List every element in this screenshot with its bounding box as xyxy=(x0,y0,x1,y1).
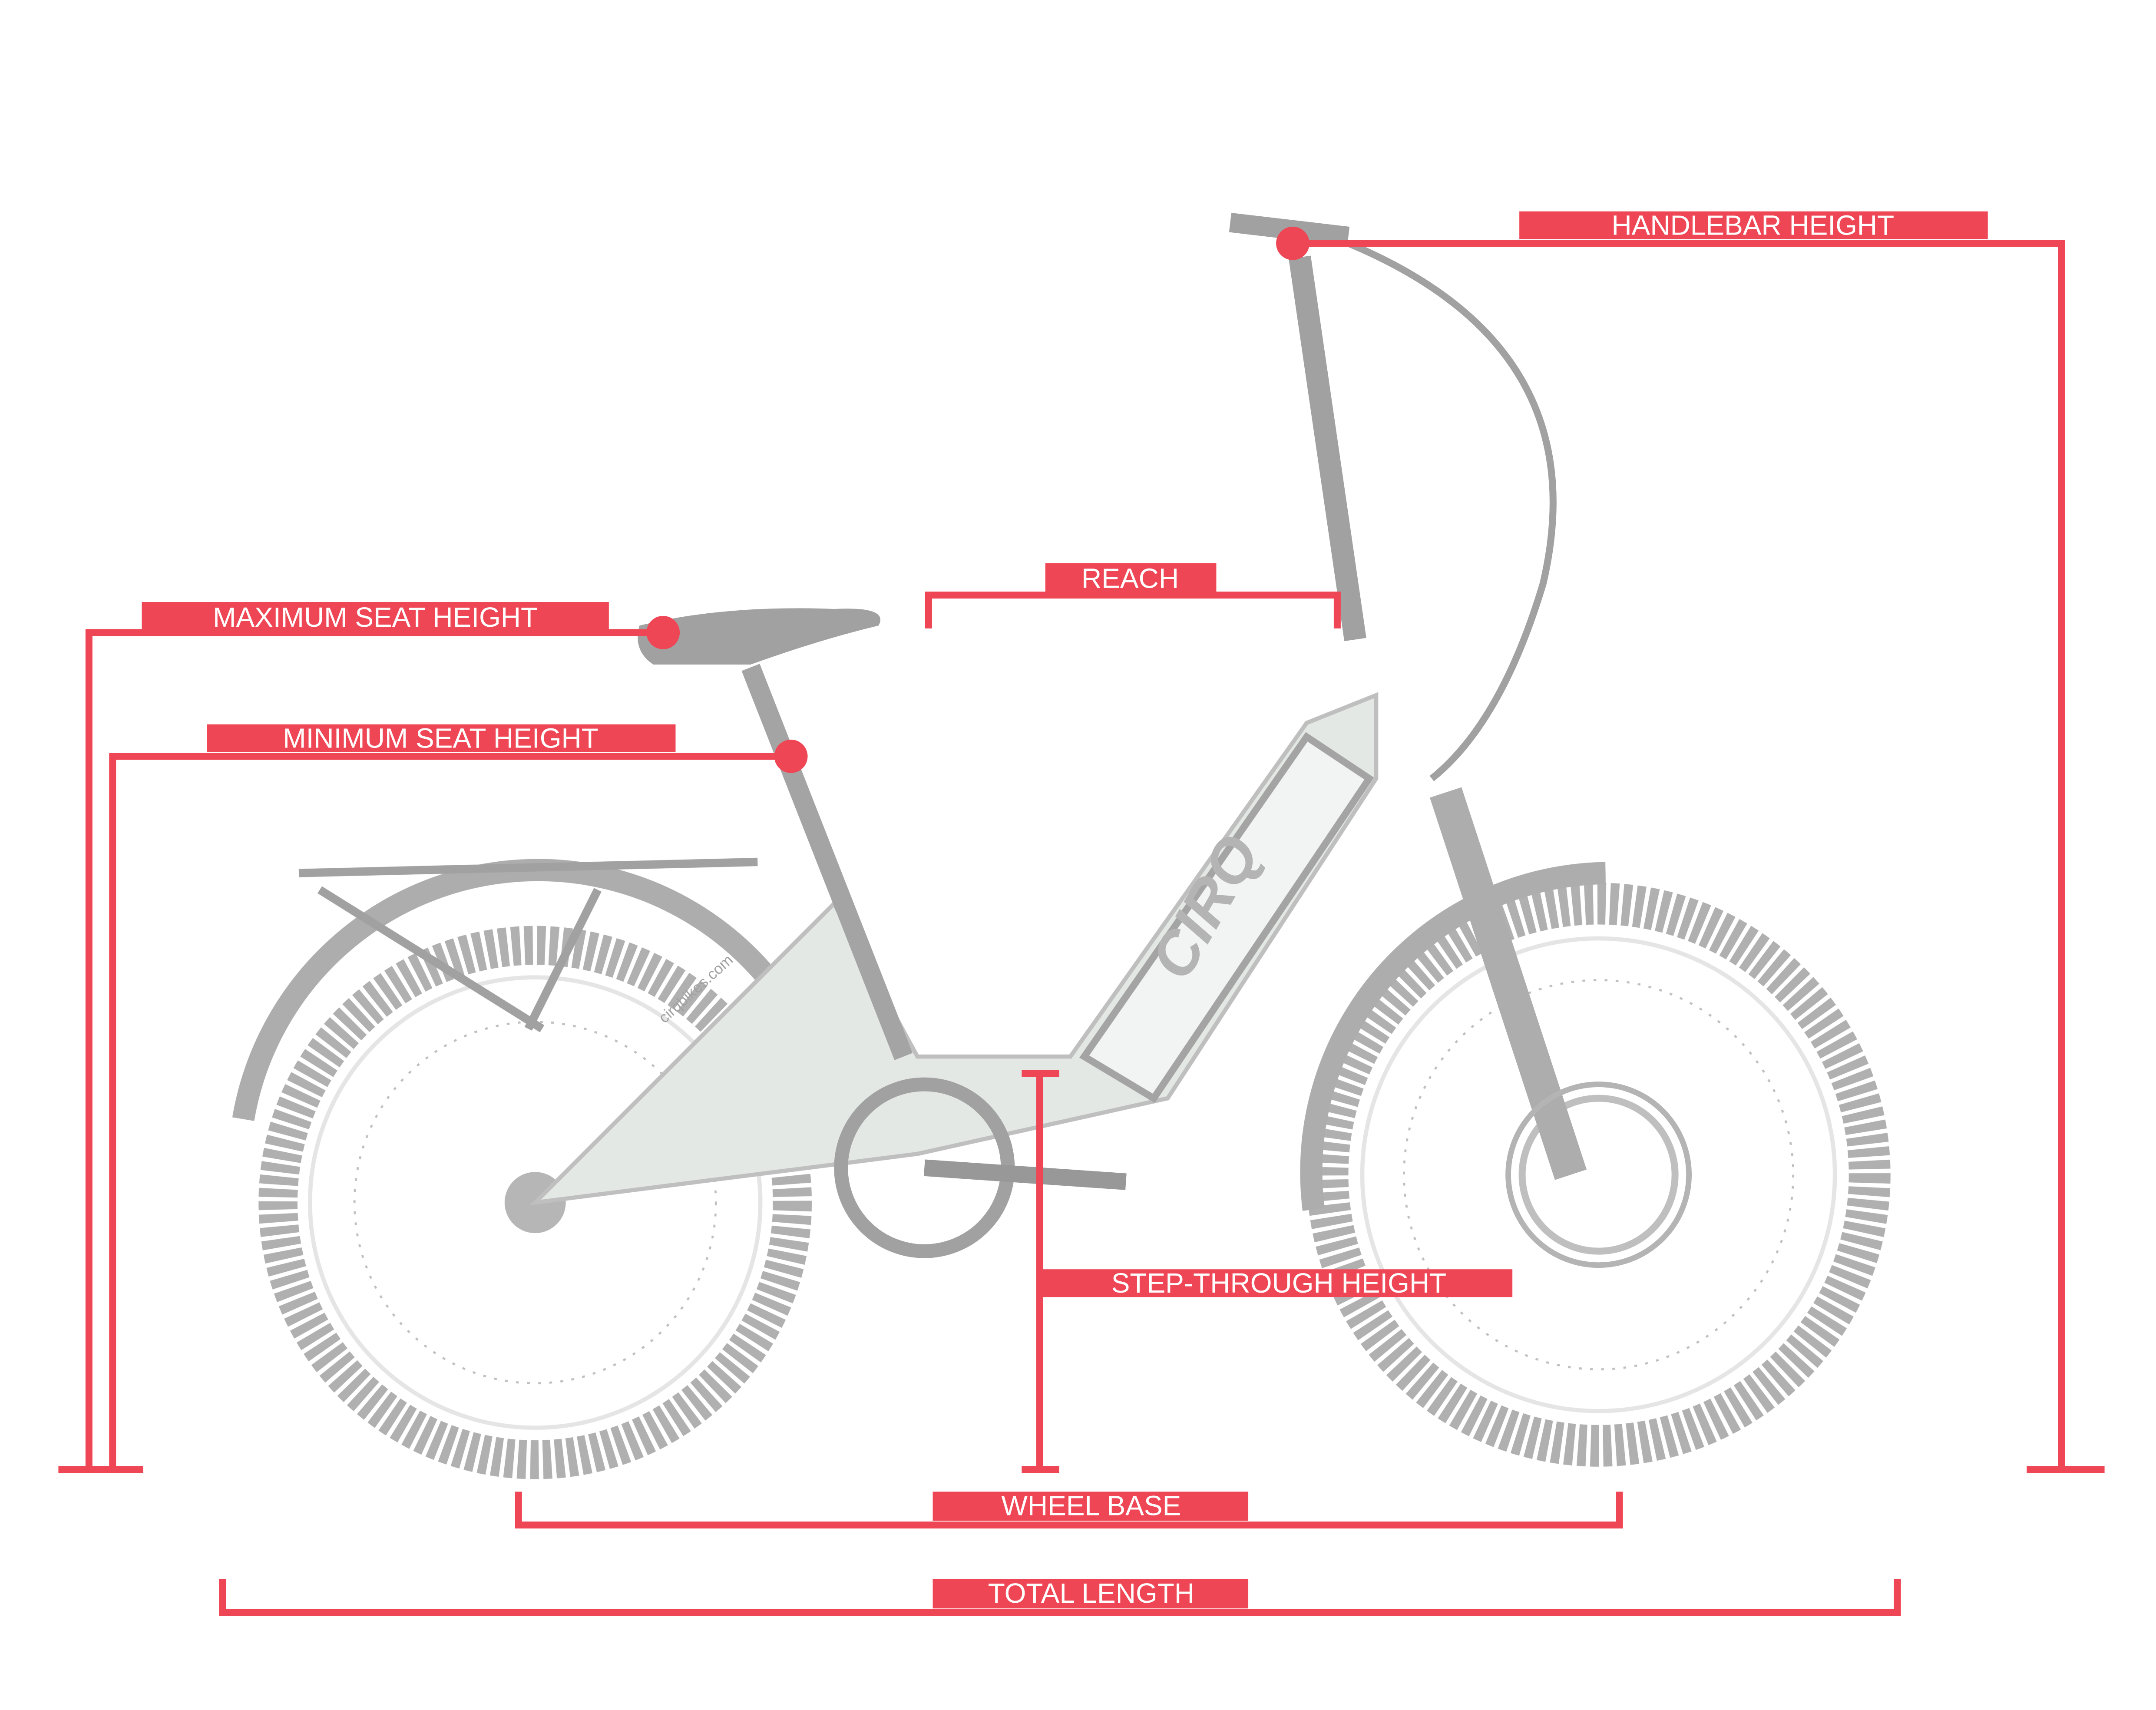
label-total-length: TOTAL LENGTH xyxy=(933,1578,1249,1609)
wheel-base-line xyxy=(515,1492,1623,1529)
min-seat-height-text: MINIMUM SEAT HEIGHT xyxy=(283,723,599,754)
step-through-height-line xyxy=(1022,1069,1059,1473)
downtube-battery xyxy=(1079,732,1374,1103)
label-wheel-base: WHEEL BASE xyxy=(933,1490,1249,1521)
max-seat-height-text: MAXIMUM SEAT HEIGHT xyxy=(213,602,538,633)
reach-text: REACH xyxy=(1081,563,1179,594)
label-step-through-height: STEP-THROUGH HEIGHT xyxy=(1042,1267,1513,1299)
handlebar-height-line xyxy=(1293,240,2105,1473)
saddle xyxy=(638,608,880,665)
max-seat-point xyxy=(646,616,680,649)
wheel-base-text: WHEEL BASE xyxy=(1002,1490,1181,1521)
handlebar-point xyxy=(1276,226,1309,260)
label-maximum-seat-height: MAXIMUM SEAT HEIGHT xyxy=(142,602,609,633)
step-through-height-text: STEP-THROUGH HEIGHT xyxy=(1111,1267,1447,1299)
label-minimum-seat-height: MINIMUM SEAT HEIGHT xyxy=(207,723,676,754)
disc-brake xyxy=(1505,1082,1692,1268)
bike-illustration: CIRQ cirqbikes.com xyxy=(232,213,1891,1479)
reach-line xyxy=(925,592,1341,628)
label-handlebar-height: HANDLEBAR HEIGHT xyxy=(1519,210,1988,241)
min-seat-point xyxy=(774,739,808,773)
crank-arm xyxy=(924,1159,1127,1190)
stem xyxy=(1289,255,1366,642)
total-length-line xyxy=(219,1579,1901,1616)
front-wheel xyxy=(1306,883,1891,1467)
brake-cables xyxy=(1347,240,1557,781)
seat-post xyxy=(741,664,913,1060)
front-fender xyxy=(1300,862,1606,1211)
dimension-lines xyxy=(58,240,2105,1616)
handlebar-height-text: HANDLEBAR HEIGHT xyxy=(1611,210,1894,241)
total-length-text: TOTAL LENGTH xyxy=(988,1578,1194,1609)
min-seat-height-line xyxy=(83,753,791,1473)
fork xyxy=(1430,787,1587,1180)
rear-rack xyxy=(298,857,758,1032)
label-reach: REACH xyxy=(1045,563,1217,594)
